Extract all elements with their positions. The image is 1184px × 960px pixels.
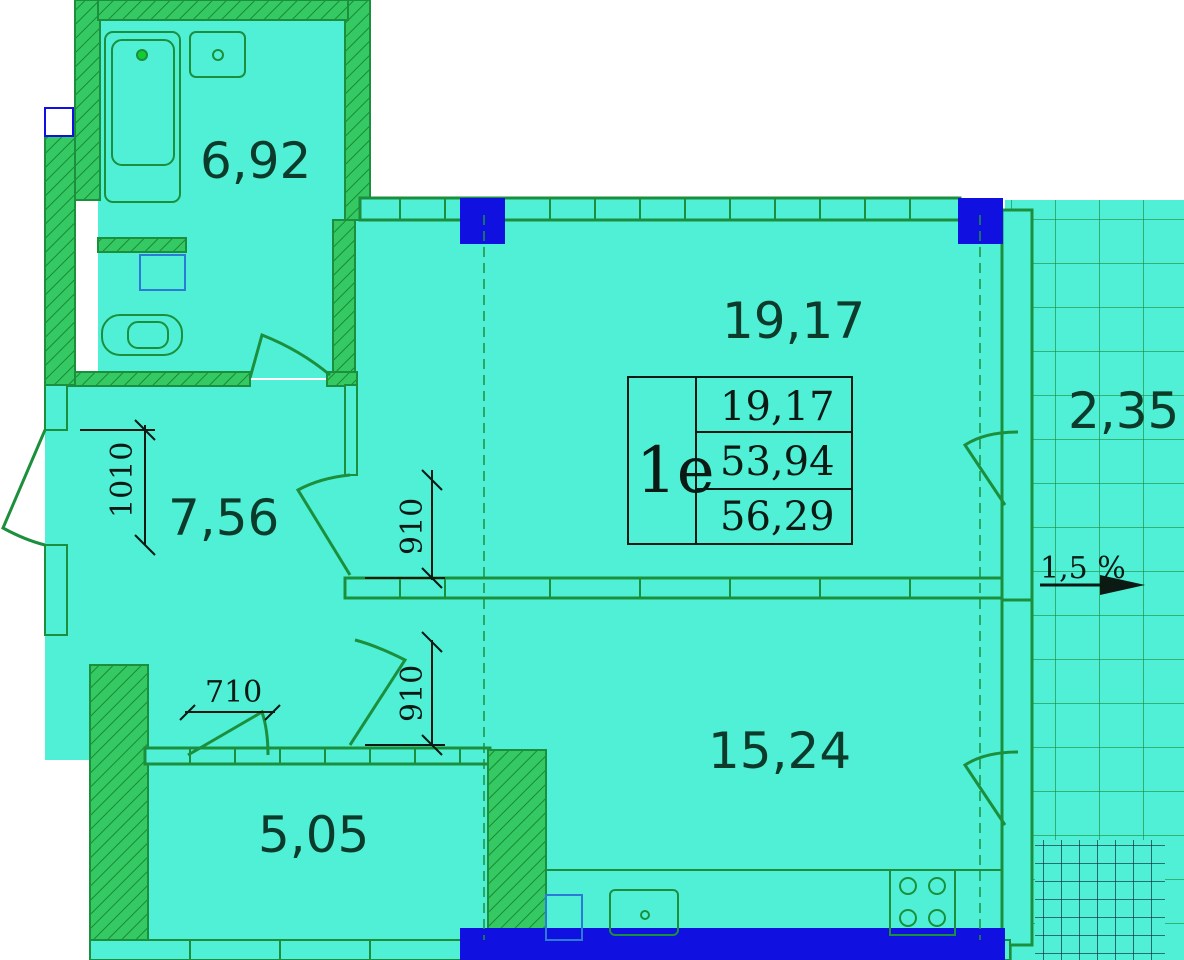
dimension-lines [80,419,445,756]
column [44,107,74,137]
hall-width-dimension: 1010 [105,442,140,518]
bathroom-wall-bottom-right [326,371,358,387]
balcony-tiles-dark [1035,840,1165,960]
balcony-area-label: 2,35 [1068,382,1179,440]
partition-wall [97,237,187,253]
column [460,928,1005,960]
kitchen-door-dimension: 910 [395,665,430,722]
living-wall-left [344,384,358,476]
storage-floor [145,760,490,940]
top-window-wall [358,196,962,222]
kitchen-door [348,638,408,746]
fridge [545,894,583,941]
total-area-value: 53,94 [720,439,835,485]
fixtures [101,31,1002,941]
total-with-balcony-value: 56,29 [720,494,835,540]
storage-door-dimension: 710 [205,675,262,710]
hall-wall-left-low [44,544,68,636]
bathroom-wall-right [344,0,371,221]
kitchen-sink [609,889,679,936]
bathroom-door [248,332,331,379]
bathroom-area-label: 6,92 [200,132,311,190]
toilet [101,314,183,356]
axis-lines [483,215,981,940]
living-area-value: 19,17 [720,384,835,430]
living-room-area-label: 19,17 [722,292,865,350]
apartment-info-box [627,376,853,545]
living-door-dimension: 910 [395,498,430,555]
hall-wall-left [44,384,68,431]
doors [1,332,1019,826]
balcony-floor [1005,200,1184,960]
storage-area-label: 5,05 [258,806,369,864]
balcony-door [962,430,1019,506]
right-window-wall [1000,208,1034,602]
hall-area-label: 7,56 [168,489,279,547]
bathroom-wall-left [74,0,101,201]
columns [44,107,1005,960]
apartment-code: 1e [636,434,715,508]
right-window-wall-lower [1000,598,1034,947]
balcony-door-2 [962,750,1019,826]
balcony-slope-label: 1,5 % [1040,551,1126,586]
washer [139,254,186,291]
entrance-door [1,429,47,547]
outer-wall-left [44,134,76,386]
bathroom-wall-top [97,0,349,21]
living-room-floor [355,215,1005,595]
outer-wall-lower-left [89,664,149,946]
window-mullions [189,198,911,960]
kitchen-wall-left [487,749,547,946]
living-door [295,473,352,576]
floors [45,18,1184,960]
slope-arrow [1040,575,1145,595]
column [460,198,505,244]
bathtub [104,31,181,203]
bathroom-wall-right-lower [332,219,356,386]
bathroom-sink [189,31,246,78]
kitchen-area-label: 15,24 [708,722,851,780]
bathroom-floor [98,18,358,378]
